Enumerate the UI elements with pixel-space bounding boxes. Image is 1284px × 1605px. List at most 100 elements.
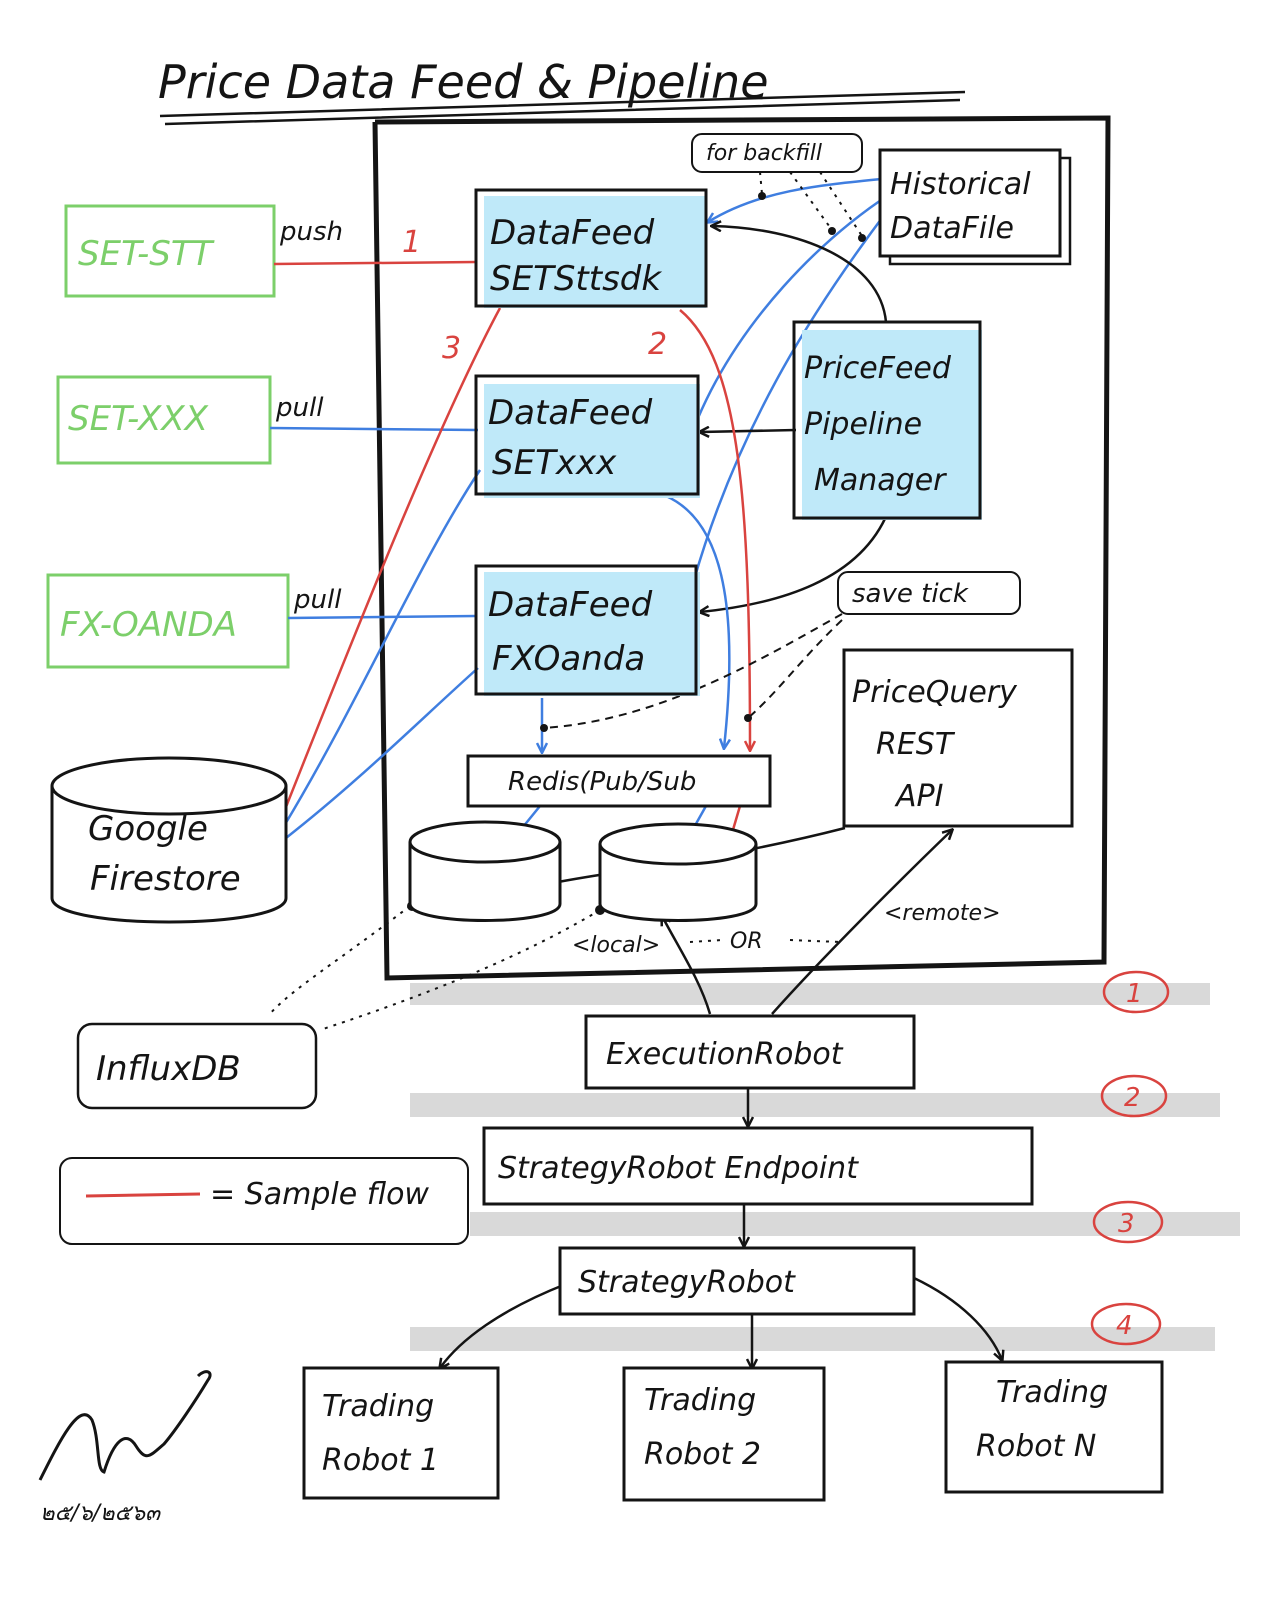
influxdb-label: InfluxDB: [96, 1049, 241, 1089]
flow-exec-local: [662, 916, 712, 1015]
source-fx-oanda-label: FX-OANDA: [60, 605, 237, 645]
backfill-dot-1: [758, 192, 766, 200]
redis-label: Redis(Pub/Sub: [508, 767, 696, 797]
datafeed-set-stt-line1: DataFeed: [490, 213, 655, 253]
trading-robot-n: Trading Robot N: [944, 1360, 1164, 1494]
flow-manager-settt: [712, 226, 888, 323]
backfill-dotted-2: [789, 171, 833, 231]
circled-number-3: 3: [1092, 1200, 1164, 1244]
flow-exec-remote: [771, 830, 952, 1015]
trading-robot-2-line2: Robot 2: [644, 1437, 761, 1472]
circled-number-3-text: 3: [1118, 1209, 1135, 1239]
trading-robot-1-line2: Robot 1: [322, 1443, 439, 1478]
save-tick-label: save tick: [852, 579, 969, 609]
execution-robot-label: ExecutionRobot: [606, 1037, 844, 1072]
title-underline: [159, 90, 966, 126]
database-cylinder-1: [408, 820, 562, 922]
push-label: push: [279, 217, 343, 247]
step-number-3: 3: [442, 331, 461, 366]
influx-dotted-1: [267, 905, 411, 1017]
flow-historical-settt: [708, 176, 893, 222]
flow-manager-fxoanda: [700, 511, 890, 612]
trading-robot-1: Trading Robot 1: [302, 1366, 500, 1500]
signature-date: ๒๕/๖/๒๕๖๓: [40, 1501, 162, 1526]
flow-strategy-tradingn: [913, 1276, 1002, 1360]
flow-firestore-setxxx: [282, 469, 482, 827]
rest-api-line1: PriceQuery: [852, 675, 1018, 710]
datafeed-fx-oanda-line1: DataFeed: [488, 585, 653, 625]
datafeed-set-xxx: DataFeed SETxxx: [474, 374, 700, 498]
redis-pubsub: Redis(Pub/Sub: [466, 754, 772, 808]
level-separator-3: [470, 1212, 1240, 1236]
historical-line1: Historical: [890, 167, 1031, 202]
level-separator-1: [410, 983, 1210, 1005]
rest-api-line2: REST: [876, 727, 956, 762]
circled-number-1: 1: [1102, 970, 1170, 1014]
source-fx-oanda: FX-OANDA: [46, 573, 290, 669]
datafeed-set-stt: DataFeed SETSttsdk: [474, 188, 708, 308]
source-set-xxx: SET-XXX: [56, 375, 272, 465]
rest-api-line3: API: [894, 779, 944, 814]
flow-strategy-trading1: [440, 1282, 567, 1368]
step-number-1: 1: [402, 225, 421, 260]
influx-dotted-2: [319, 909, 601, 1031]
backfill-tag: for backfill: [691, 133, 863, 173]
manager-line2: Pipeline: [804, 407, 922, 442]
flow-firestore-fxoanda: [285, 667, 479, 839]
datafeed-fx-oanda-line2: FXOanda: [492, 639, 645, 679]
flow-historical-setxxx: [696, 192, 891, 419]
pull-label-fx-oanda: pull: [293, 585, 342, 615]
database-cylinder-2: [598, 822, 758, 922]
save-tick-dot-2: [744, 714, 752, 722]
save-tick-dashed-2: [747, 619, 843, 719]
legend-red-line: [85, 1192, 201, 1198]
level-separator-2: [410, 1093, 1220, 1117]
source-set-xxx-label: SET-XXX: [68, 399, 209, 439]
flow-setxxx-redis: [665, 494, 729, 748]
flow-pull-set-xxx: [269, 426, 479, 432]
legend-label: = Sample flow: [210, 1177, 429, 1212]
pull-label-set-xxx: pull: [275, 393, 324, 423]
firestore-line1: Google: [88, 809, 208, 849]
trading-robot-n-line1: Trading: [996, 1375, 1108, 1410]
remote-label: <remote>: [884, 901, 1001, 926]
local-or-dotted-right: [789, 939, 841, 943]
backfill-dot-2: [828, 227, 836, 235]
circled-number-2-text: 2: [1124, 1083, 1141, 1113]
backfill-dot-3: [858, 234, 866, 242]
backfill-dotted-1: [759, 171, 763, 195]
circled-number-1-text: 1: [1126, 979, 1143, 1009]
or-label: OR: [730, 929, 763, 954]
local-or-dotted-left: [689, 939, 723, 943]
historical-data-file: Historical DataFile: [878, 148, 1072, 266]
google-firestore: Google Firestore: [50, 756, 288, 924]
flow-settt-redis: [679, 309, 750, 750]
trading-robot-2: Trading Robot 2: [622, 1366, 826, 1502]
flow-historical-fxoanda: [692, 209, 889, 581]
signature: ๒๕/๖/๒๕๖๓: [38, 1370, 212, 1526]
circled-number-4: 4: [1090, 1302, 1162, 1346]
manager-line1: PriceFeed: [804, 351, 952, 386]
datafeed-set-xxx-line2: SETxxx: [492, 443, 617, 483]
execution-robot: ExecutionRobot: [584, 1014, 916, 1090]
manager-line3: Manager: [814, 463, 947, 498]
source-set-stt-label: SET-STT: [78, 234, 215, 274]
backfill-label: for backfill: [706, 141, 822, 166]
level-separator-4: [410, 1327, 1215, 1351]
backfill-dotted-3: [819, 171, 863, 237]
flow-pull-fx-oanda: [287, 614, 477, 620]
flow-manager-setxxx: [700, 430, 797, 432]
firestore-line2: Firestore: [90, 859, 241, 899]
trading-robot-n-line2: Robot N: [976, 1429, 1096, 1464]
save-tick-dot-1: [540, 724, 548, 732]
trading-robot-2-line1: Trading: [644, 1383, 756, 1418]
datafeed-set-xxx-line1: DataFeed: [488, 393, 653, 433]
influxdb: InfluxDB: [76, 1022, 318, 1110]
strategy-robot-label: StrategyRobot: [578, 1265, 796, 1300]
flow-push-set-stt: [273, 260, 477, 266]
source-set-stt: SET-STT: [64, 204, 276, 298]
strategy-robot-endpoint: StrategyRobot Endpoint: [482, 1126, 1034, 1206]
pipeline-manager: PriceFeed Pipeline Manager: [792, 320, 982, 520]
system-frame: [372, 115, 1111, 981]
